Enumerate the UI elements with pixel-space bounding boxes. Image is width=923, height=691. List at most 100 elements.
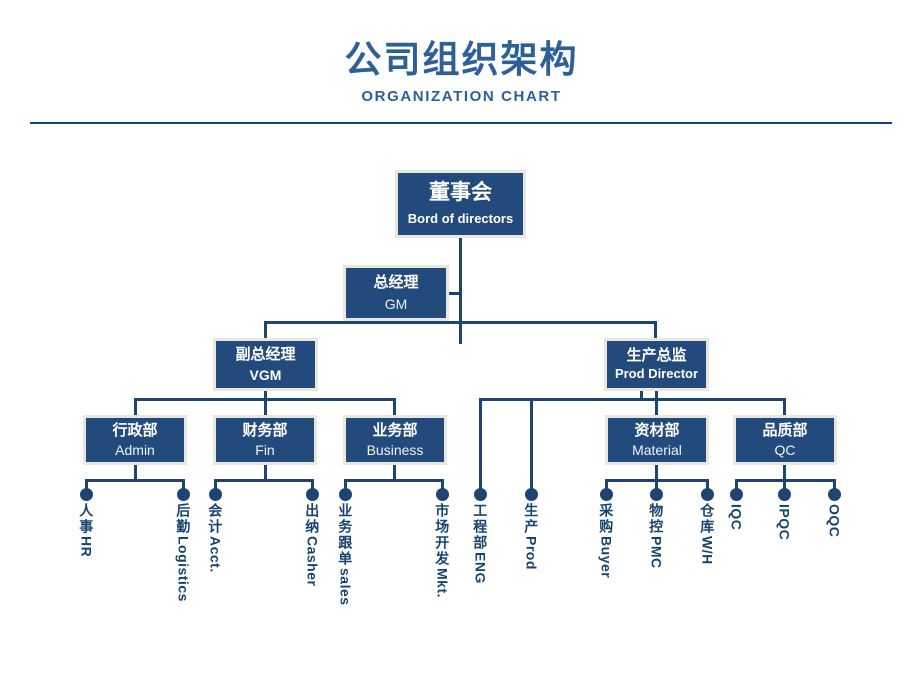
leaf-dot-wh bbox=[701, 488, 714, 501]
leaf-dot-iqc bbox=[730, 488, 743, 501]
leaf-label-cn: 后勤 bbox=[175, 503, 192, 535]
leaf-dot-casher bbox=[306, 488, 319, 501]
connector-admin-stem bbox=[134, 465, 137, 481]
leaf-label-en: Prod bbox=[523, 536, 540, 570]
connector-admin-leaf2 bbox=[182, 479, 185, 493]
leaf-label-en: OQC bbox=[826, 504, 843, 538]
leaf-label-en: Logistics bbox=[175, 536, 192, 602]
connector-admin-bar bbox=[85, 479, 185, 482]
connector-business-leaf2 bbox=[441, 479, 444, 493]
page-title-cn: 公司组织架构 bbox=[344, 39, 579, 80]
connector-qc-leaf2 bbox=[783, 479, 786, 493]
node-label-cn: 生产总监 bbox=[626, 346, 687, 364]
node-general-manager[interactable]: 总经理 GM bbox=[343, 265, 449, 321]
leaf-label-cn: 会计 bbox=[207, 503, 224, 535]
leaf-label-oqc[interactable]: OQC bbox=[823, 503, 845, 537]
connector-fin-leaf1 bbox=[214, 479, 217, 493]
node-dept-admin[interactable]: 行政部 Admin bbox=[83, 415, 187, 465]
leaf-label-cn: 仓库 bbox=[699, 503, 716, 535]
node-label-en: Admin bbox=[115, 442, 155, 459]
leaf-label-hr[interactable]: 人事 HR bbox=[75, 503, 97, 557]
connector-eng-drop bbox=[479, 398, 482, 496]
leaf-label-en: sales bbox=[337, 568, 354, 606]
leaf-label-en: Acct. bbox=[207, 536, 224, 573]
connector-gm-stub bbox=[449, 292, 461, 295]
connector-material-leaf3 bbox=[706, 479, 709, 493]
node-label-cn: 董事会 bbox=[429, 181, 492, 205]
leaf-dot-hr bbox=[80, 488, 93, 501]
leaf-label-prod[interactable]: 生产 Prod bbox=[520, 503, 542, 570]
connector-prod-bar bbox=[479, 398, 786, 401]
node-production-director[interactable]: 生产总监 Prod Director bbox=[604, 338, 709, 391]
leaf-dot-acct bbox=[209, 488, 222, 501]
leaf-label-iqc[interactable]: IQC bbox=[725, 503, 747, 530]
leaf-label-logistics[interactable]: 后勤 Logistics bbox=[172, 503, 194, 602]
leaf-label-en: HR bbox=[78, 536, 95, 558]
leaf-label-en: Mkt. bbox=[434, 568, 451, 598]
connector-business-bar bbox=[344, 479, 444, 482]
leaf-label-ipqc[interactable]: IPQC bbox=[773, 503, 795, 540]
leaf-label-en: Buyer bbox=[598, 536, 615, 579]
connector-fin-drop bbox=[264, 398, 267, 417]
node-board-of-directors[interactable]: 董事会 Bord of directors bbox=[395, 170, 526, 238]
connector-qc-drop bbox=[783, 398, 786, 417]
node-label-en: VGM bbox=[249, 366, 282, 383]
leaf-dot-mkt bbox=[436, 488, 449, 501]
leaf-label-cn: 出纳 bbox=[304, 503, 321, 535]
leaf-dot-pmc bbox=[650, 488, 663, 501]
connector-admin-leaf1 bbox=[85, 479, 88, 493]
node-dept-business[interactable]: 业务部 Business bbox=[343, 415, 447, 465]
leaf-label-sales[interactable]: 业务跟单 sales bbox=[334, 503, 356, 606]
leaf-label-cn: 物控 bbox=[648, 503, 665, 535]
leaf-label-cn: 生产 bbox=[523, 503, 540, 535]
connector-admin-drop bbox=[134, 398, 137, 417]
header-divider bbox=[30, 122, 892, 124]
page-title-en: ORGANIZATION CHART bbox=[361, 88, 562, 105]
leaf-dot-logistics bbox=[177, 488, 190, 501]
leaf-label-cn: 人事 bbox=[78, 503, 95, 535]
connector-business-drop bbox=[393, 398, 396, 417]
connector-vgm-drop bbox=[264, 321, 267, 341]
connector-prodleaf-drop bbox=[530, 398, 533, 496]
leaf-label-en: IQC bbox=[728, 504, 745, 531]
leaf-label-eng[interactable]: 工程部 ENG bbox=[469, 503, 491, 584]
connector-fin-stem bbox=[264, 465, 267, 481]
leaf-label-pmc[interactable]: 物控 PMC bbox=[645, 503, 667, 569]
connector-material-drop bbox=[655, 391, 658, 417]
node-label-en: QC bbox=[774, 442, 796, 459]
node-dept-material[interactable]: 资材部 Material bbox=[605, 415, 709, 465]
leaf-label-en: IPQC bbox=[776, 504, 793, 541]
leaf-label-en: ENG bbox=[472, 552, 489, 584]
leaf-label-cn: 采购 bbox=[598, 503, 615, 535]
leaf-label-buyer[interactable]: 采购 Buyer bbox=[595, 503, 617, 578]
node-label-cn: 总经理 bbox=[373, 274, 419, 292]
connector-material-leaf1 bbox=[605, 479, 608, 493]
node-label-cn: 行政部 bbox=[112, 421, 158, 439]
node-dept-finance[interactable]: 财务部 Fin bbox=[213, 415, 317, 465]
node-label-cn: 副总经理 bbox=[235, 346, 296, 364]
connector-business-stem bbox=[393, 465, 396, 481]
connector-vgm-stem bbox=[264, 391, 267, 400]
node-label-en: Fin bbox=[255, 442, 275, 459]
connector-fin-bar bbox=[214, 479, 314, 482]
leaf-dot-sales bbox=[339, 488, 352, 501]
leaf-dot-oqc bbox=[828, 488, 841, 501]
node-vice-general-manager[interactable]: 副总经理 VGM bbox=[213, 338, 318, 391]
leaf-label-mkt[interactable]: 市场开发 Mkt. bbox=[431, 503, 453, 598]
node-label-cn: 财务部 bbox=[242, 421, 288, 439]
connector-qc-stem bbox=[783, 465, 786, 481]
leaf-label-acct[interactable]: 会计 Acct. bbox=[204, 503, 226, 573]
node-label-cn: 资材部 bbox=[634, 421, 680, 439]
connector-material-leaf2 bbox=[655, 479, 658, 493]
node-dept-qc[interactable]: 品质部 QC bbox=[733, 415, 837, 465]
node-label-en: Business bbox=[366, 442, 424, 459]
leaf-label-cn: 市场开发 bbox=[434, 503, 451, 567]
connector-business-leaf1 bbox=[344, 479, 347, 493]
leaf-label-wh[interactable]: 仓库 W/H bbox=[696, 503, 718, 565]
leaf-label-casher[interactable]: 出纳 Casher bbox=[301, 503, 323, 586]
leaf-label-en: PMC bbox=[648, 536, 665, 569]
chart-header: 公司组织架构 ORGANIZATION CHART bbox=[0, 0, 923, 130]
connector-qc-leaf1 bbox=[735, 479, 738, 493]
leaf-dot-ipqc bbox=[778, 488, 791, 501]
connector-material-stem bbox=[655, 465, 658, 481]
